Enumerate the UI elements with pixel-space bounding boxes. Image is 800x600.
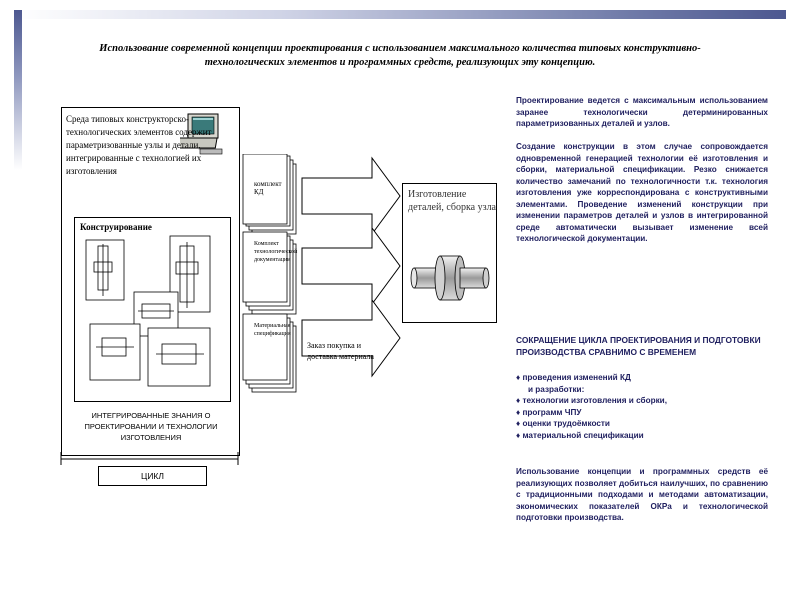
integrated-knowledge-label: ИНТЕГРИРОВАННЫЕ ЗНАНИЯ О ПРОЕКТИРОВАНИИ …	[84, 411, 218, 442]
cycle-dimension-line	[60, 452, 239, 465]
list-item: ♦ проведения изменений КД	[516, 373, 631, 382]
description-paragraph-2: Создание конструкции в этом случае сопро…	[516, 142, 768, 243]
list-item: ♦ программ ЧПУ	[516, 407, 582, 417]
header-gradient-bar	[14, 10, 786, 19]
description-paragraph-3: Использование концепции и программных ср…	[516, 467, 768, 522]
cycle-reduction-heading: СОКРАЩЕНИЕ ЦИКЛА ПРОЕКТИРОВАНИЯ И ПОДГОТ…	[516, 335, 761, 357]
list-item: ♦ материальной спецификации	[516, 430, 644, 440]
technical-drawings-illustration	[85, 235, 211, 387]
doc-kd-label: комплект КД	[254, 180, 282, 196]
benefit-list: ♦ проведения изменений КД и разработки: …	[516, 372, 768, 441]
doc-tech-label: Комплект технологической документации	[254, 241, 298, 263]
environment-description: Среда типовых конструкторско-технологиче…	[66, 114, 212, 176]
list-item: ♦ технологии изготовления и сборки,	[516, 396, 667, 405]
description-paragraph-1: Проектирование ведется с максимальным ис…	[516, 96, 768, 128]
arrow-kd	[301, 156, 401, 236]
doc-material-label: Материальная спецификация	[254, 323, 291, 337]
document-stacks	[242, 154, 297, 393]
shaft-part-illustration	[410, 255, 490, 301]
manufacturing-label: Изготовление деталей, сборка узла	[408, 189, 496, 213]
purchase-order-label: Заказ покупка и доставка материала	[307, 341, 374, 361]
computer-icon	[180, 113, 223, 155]
list-item: и разработки:	[528, 384, 585, 394]
list-item: ♦ оценки трудоёмкости	[516, 419, 610, 428]
flow-arrows	[301, 156, 401, 378]
arrow-tech	[301, 226, 401, 306]
side-gradient-bar	[14, 10, 22, 170]
arrow-material	[301, 298, 401, 378]
slide-title: Использование современной концепции прое…	[99, 43, 701, 68]
cycle-label: ЦИКЛ	[98, 466, 207, 486]
design-label: Конструирование	[80, 222, 152, 232]
